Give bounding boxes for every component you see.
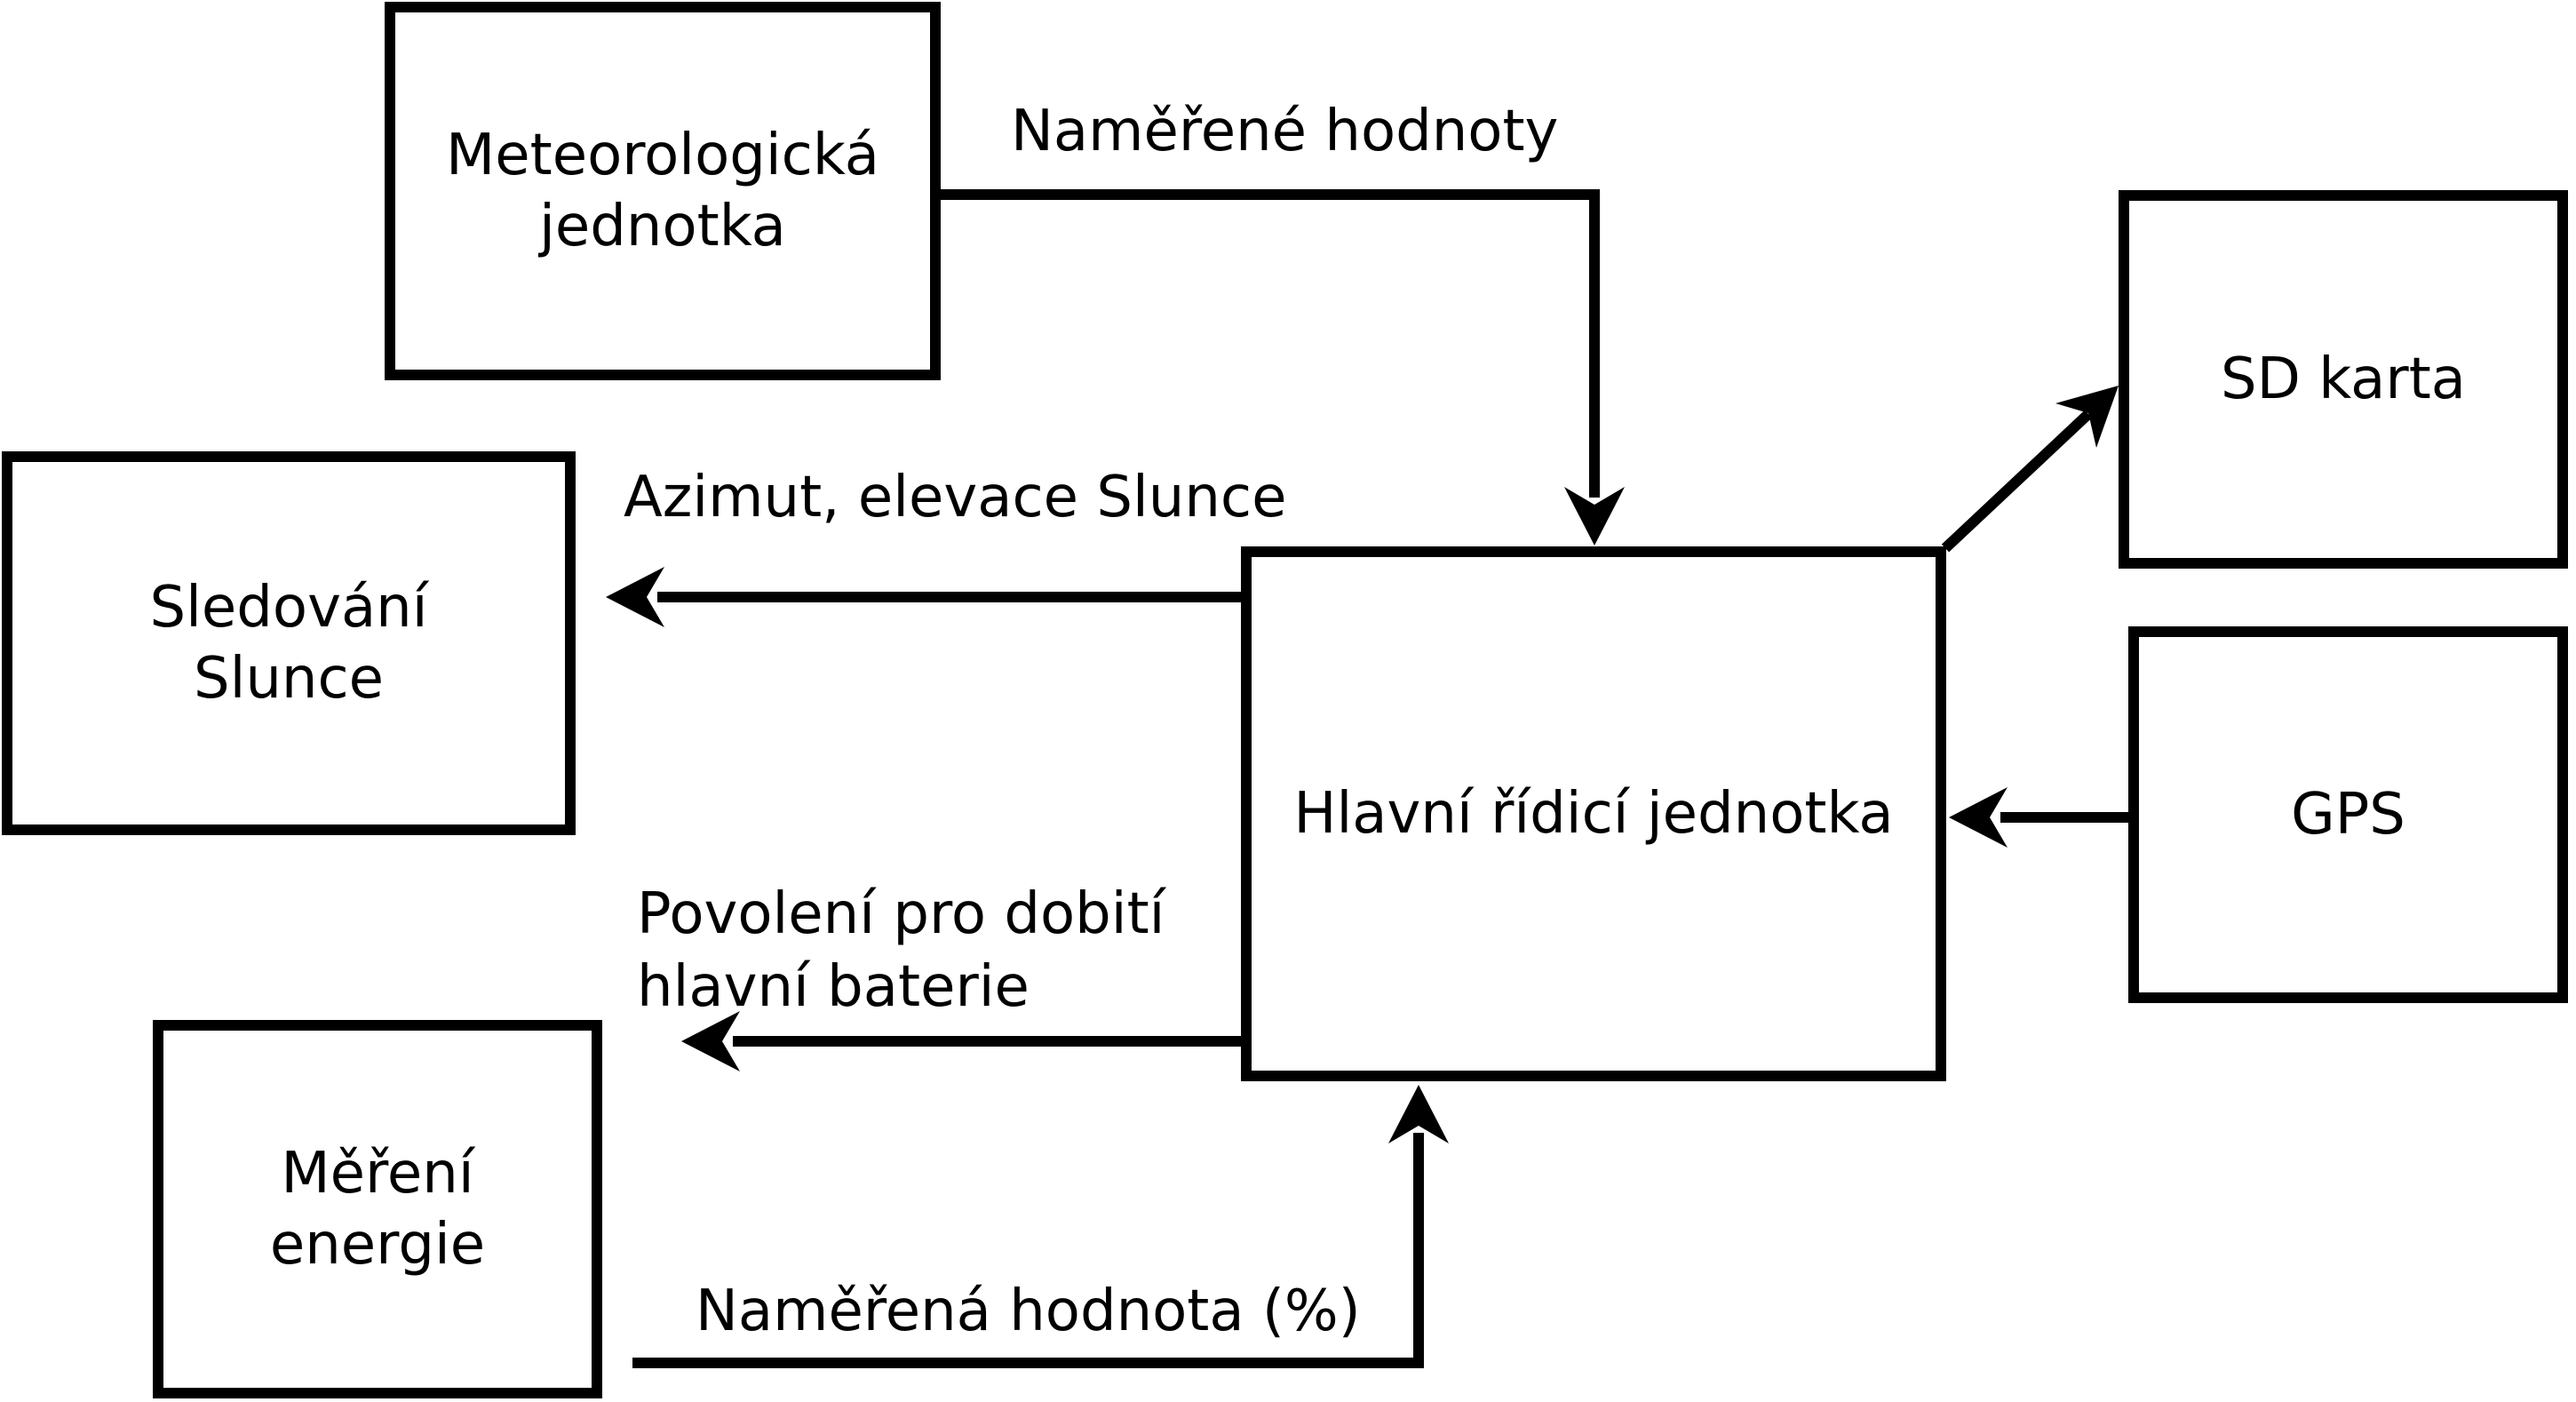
edge-label-povoleni-pro-dobiti: Povolení pro dobití hlavní baterie bbox=[637, 878, 1165, 1024]
edge-energy-to-main bbox=[632, 1133, 1424, 1368]
node-sledovani-slunce: Sledování Slunce bbox=[2, 451, 576, 835]
node-label-line: jednotka bbox=[539, 194, 786, 259]
node-label-line: Hlavní řídicí jednotka bbox=[1293, 781, 1894, 847]
node-sd-karta: SD karta bbox=[2119, 190, 2568, 569]
arrowhead-down-meteo-to-main bbox=[1564, 487, 1625, 546]
edge-label-namerena-hodnota: Naměřená hodnota (%) bbox=[696, 1279, 1361, 1344]
node-label-line: energie bbox=[269, 1212, 486, 1278]
arrowhead-upright-main-to-sd bbox=[2055, 386, 2119, 448]
arrowhead-up-energy-to-main bbox=[1388, 1085, 1449, 1143]
edge-main-to-sd bbox=[1941, 410, 2093, 553]
edge-label-azimut-elevace-slunce: Azimut, elevace Slunce bbox=[624, 465, 1287, 530]
edge-label-namerene-hodnoty: Naměřené hodnoty bbox=[1011, 99, 1559, 164]
node-hlavni-ridici-jednotka: Hlavní řídicí jednotka bbox=[1241, 546, 1946, 1081]
edge-label-line: hlavní baterie bbox=[637, 954, 1030, 1020]
node-label-line: Slunce bbox=[193, 646, 385, 712]
node-label-line: SD karta bbox=[2220, 347, 2467, 412]
edge-meteo-to-main bbox=[940, 189, 1600, 498]
node-gps: GPS bbox=[2128, 626, 2568, 1003]
node-mereni-energie: Měření energie bbox=[153, 1020, 602, 1398]
node-label-line: GPS bbox=[2291, 782, 2405, 848]
node-label-line: Sledování bbox=[149, 575, 428, 641]
edge-label-line: Povolení pro dobití bbox=[637, 881, 1165, 947]
node-meteorologicka-jednotka: Meteorologická jednotka bbox=[385, 2, 941, 380]
arrowhead-left-gps-to-main bbox=[1949, 787, 2008, 848]
node-label-line: Měření bbox=[281, 1141, 474, 1207]
arrowhead-left-main-to-sun bbox=[606, 567, 664, 627]
node-label-line: Meteorologická bbox=[446, 123, 879, 188]
arrowhead-left-main-to-battery bbox=[681, 1011, 740, 1071]
